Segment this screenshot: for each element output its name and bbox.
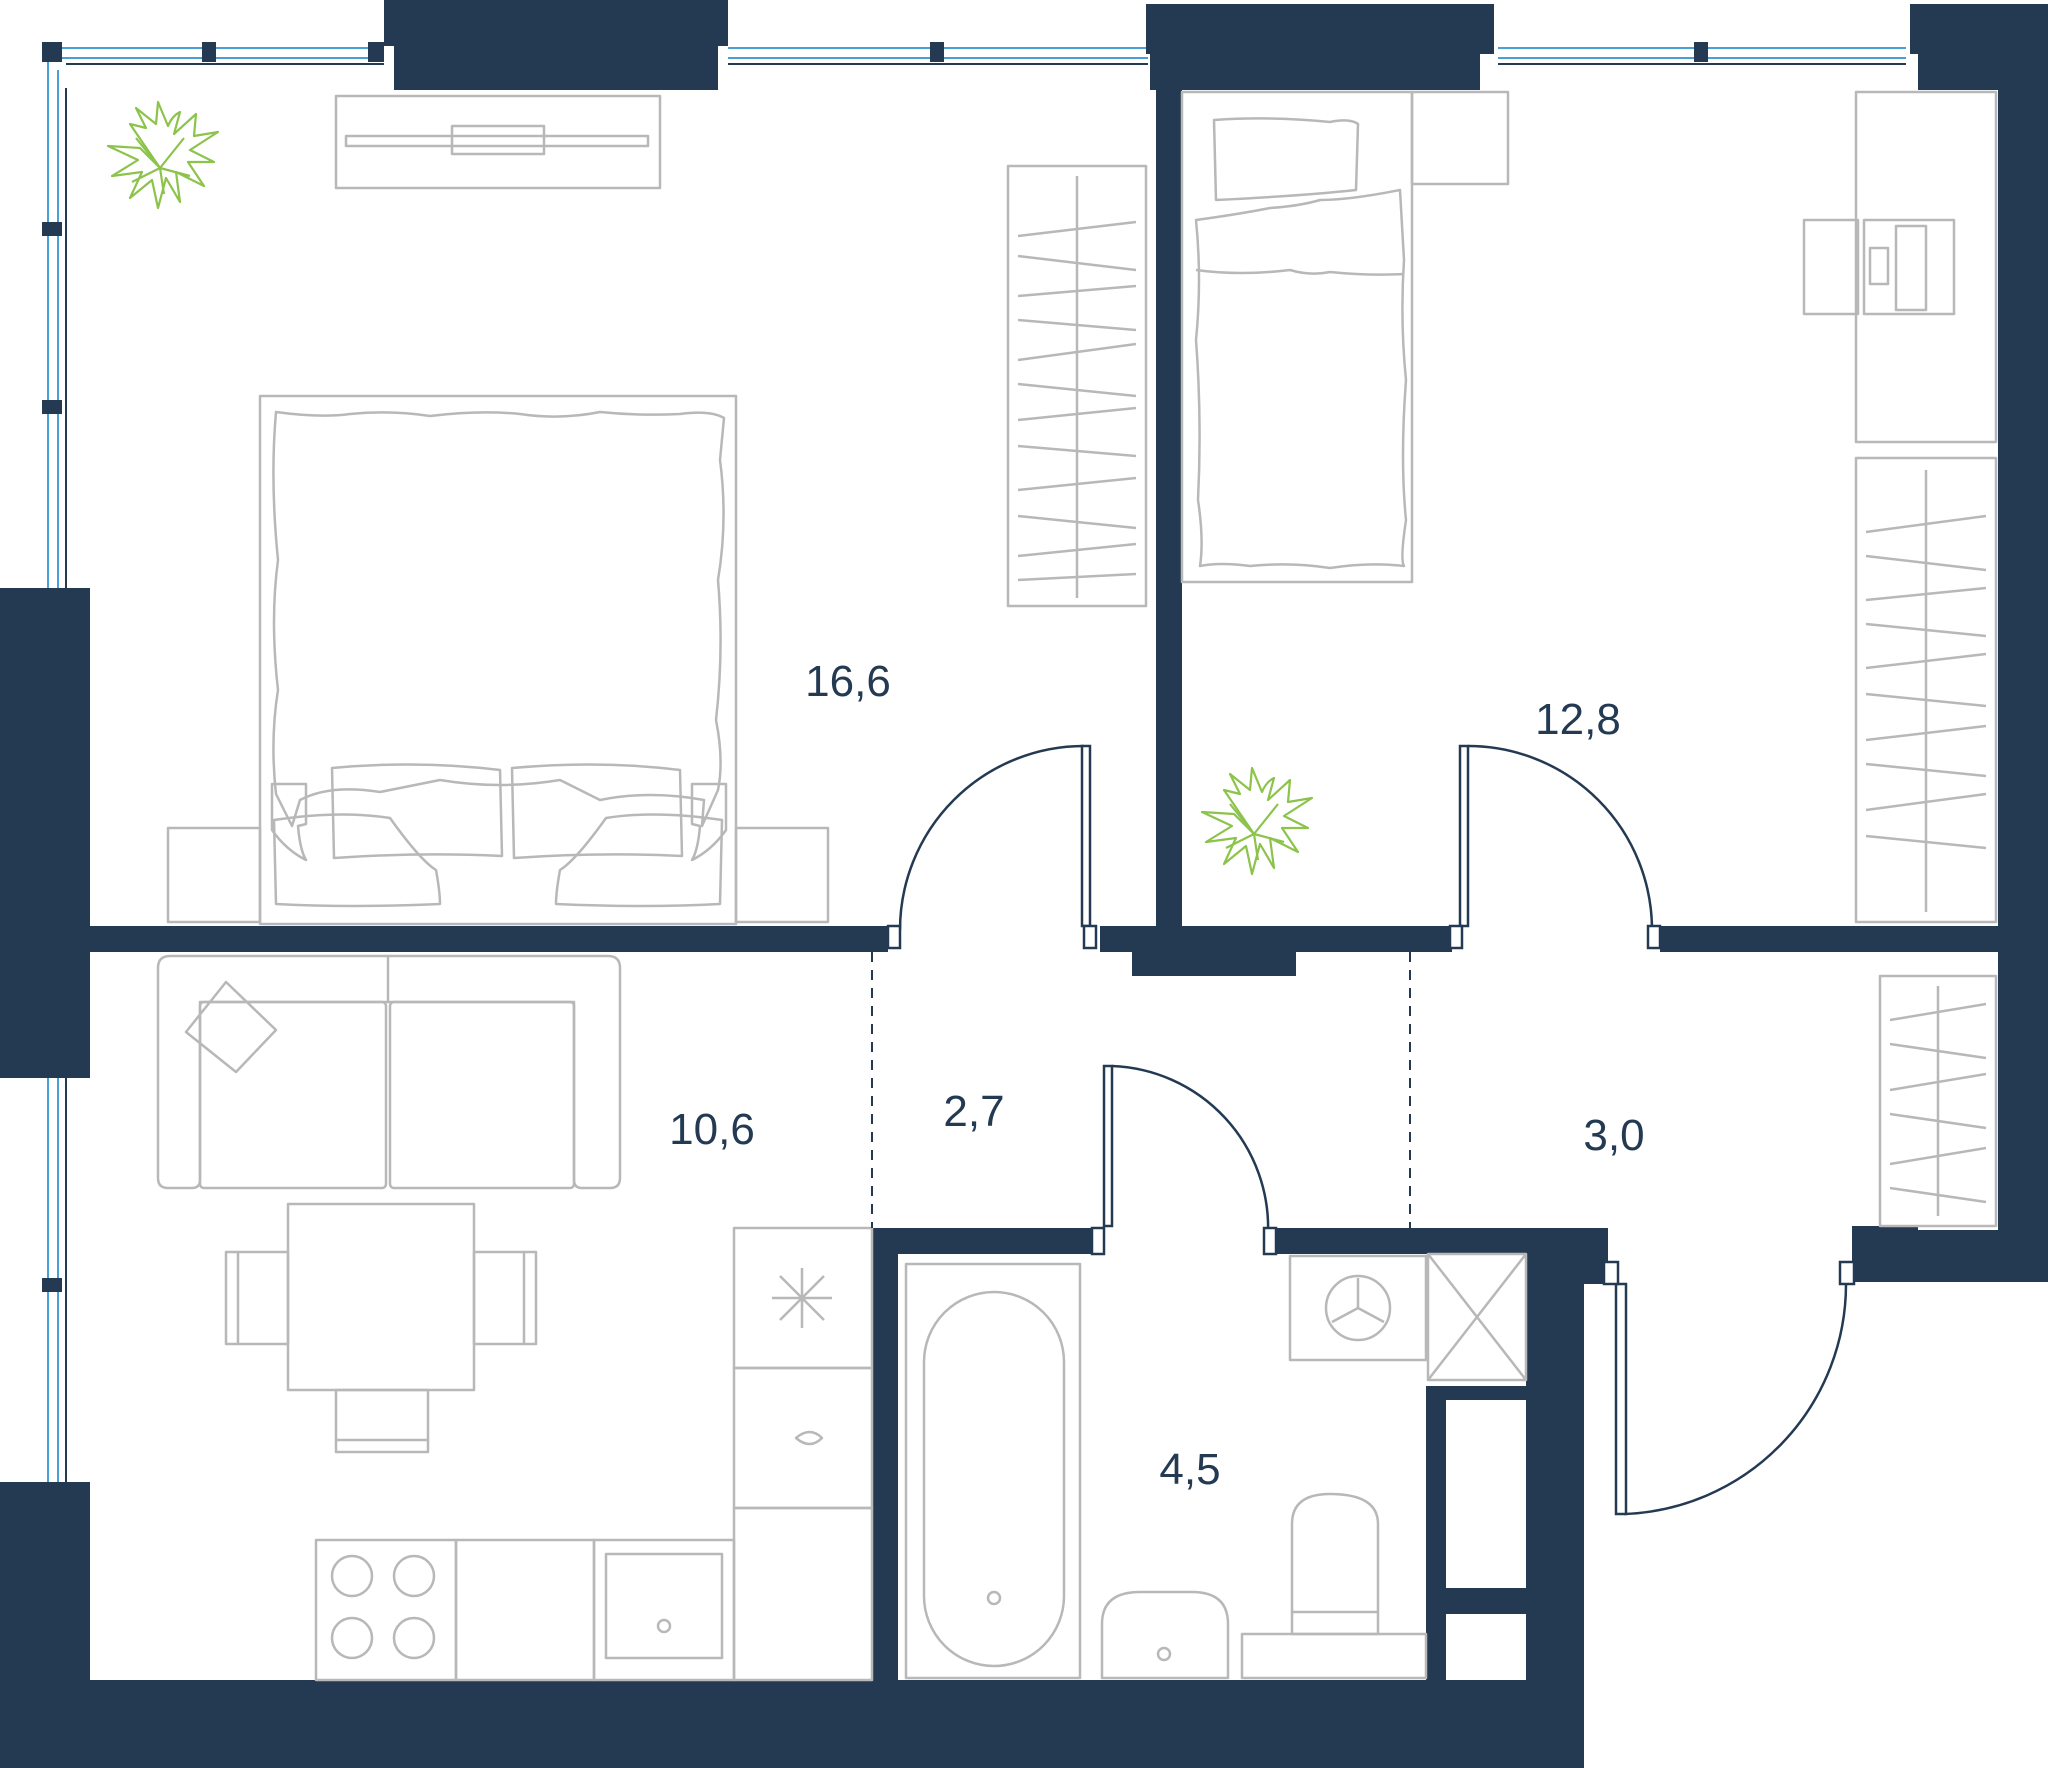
plant-small-bedroom-icon	[1200, 766, 1314, 876]
room-labels: 16,6 12,8 10,6 2,7 3,0 4,5	[669, 657, 1644, 1494]
nightstand-right	[734, 826, 830, 924]
window-left-upper	[44, 60, 67, 592]
area-label-bedroom-small: 12,8	[1535, 695, 1621, 744]
sink	[1100, 1590, 1230, 1680]
door-large-bedroom	[886, 744, 1098, 950]
washing-machine	[1288, 1254, 1428, 1362]
area-label-bedroom-large: 16,6	[805, 657, 891, 706]
wardrobe-small-bedroom	[1854, 456, 1998, 924]
double-bed	[258, 394, 738, 926]
window-left-lower	[44, 1066, 67, 1486]
bathtub	[904, 1262, 1082, 1680]
shower-cabin	[1426, 1252, 1528, 1382]
area-label-bathroom: 4,5	[1159, 1445, 1220, 1494]
plant-large-bedroom-icon	[106, 100, 220, 210]
area-label-corridor: 2,7	[943, 1087, 1004, 1136]
area-label-hallway: 3,0	[1583, 1111, 1644, 1160]
nightstand-left	[166, 826, 262, 924]
toilet	[1240, 1492, 1428, 1680]
tv-stand	[334, 94, 662, 190]
wardrobe-large-bedroom	[1006, 164, 1148, 608]
desk	[1802, 90, 1998, 444]
sofa	[156, 954, 622, 1190]
furniture	[156, 90, 1998, 1682]
windows	[44, 42, 1906, 1486]
hallway-wardrobe	[1878, 974, 1998, 1228]
door-small-bedroom	[1448, 744, 1662, 950]
kitchen-counter	[314, 1226, 874, 1682]
door-entrance	[1602, 1260, 1856, 1516]
doors	[886, 744, 1856, 1516]
door-bathroom	[1090, 1064, 1278, 1256]
single-bed	[1180, 90, 1510, 584]
area-label-kitchen-living: 10,6	[669, 1105, 755, 1154]
zone-dividers	[871, 952, 1411, 1228]
dining-set	[224, 1202, 538, 1454]
